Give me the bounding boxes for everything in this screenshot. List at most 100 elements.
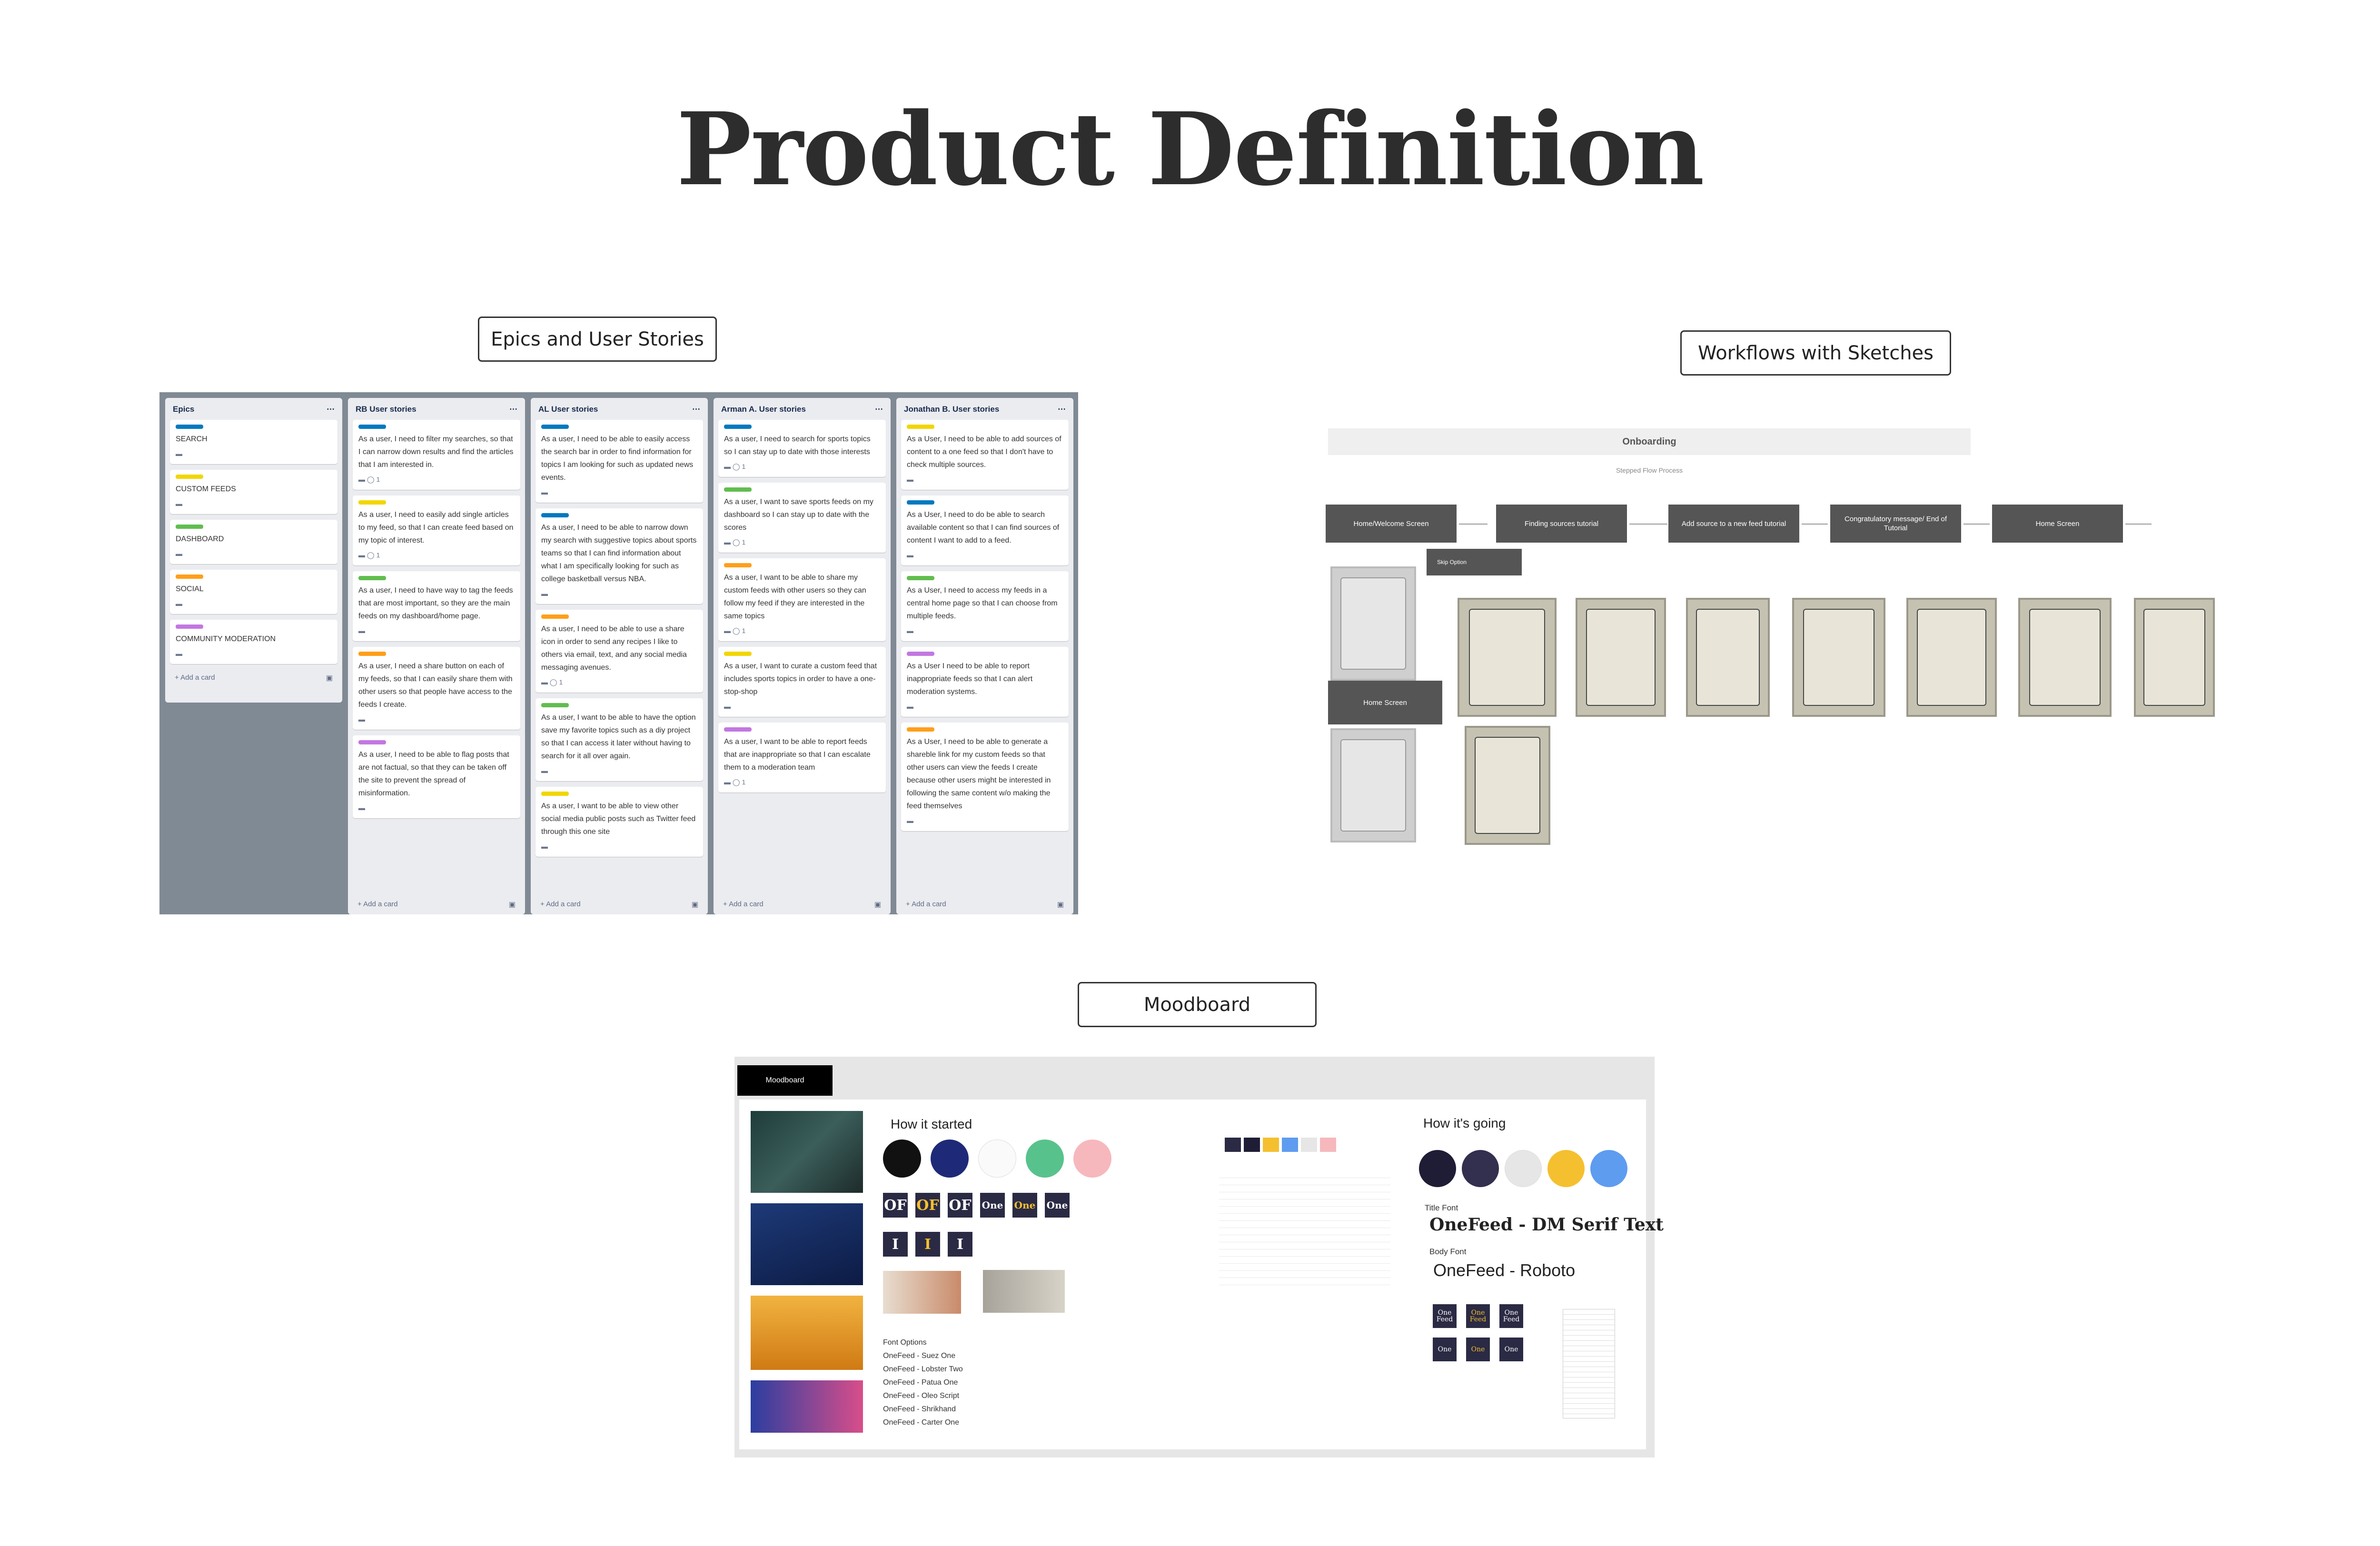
template-icon[interactable]: ▣: [508, 901, 516, 909]
comment-icon: ▬: [907, 476, 913, 483]
story-card[interactable]: As a user, I want to be able to have the…: [536, 698, 703, 781]
story-card[interactable]: As a user, I need to filter my searches,…: [353, 420, 520, 490]
story-card[interactable]: As a user, I need to have way to tag the…: [353, 571, 520, 641]
card-text: As a user, I need to be able to use a sh…: [541, 625, 687, 672]
story-card[interactable]: As a User, I need to do be able to searc…: [901, 496, 1069, 565]
board-column: Epics⋯SEARCH▬ CUSTOM FEEDS▬ DASHBOARD▬ S…: [165, 398, 342, 703]
sketch-4: [1792, 598, 1885, 717]
story-card[interactable]: As a user, I want to be able to view oth…: [536, 787, 703, 857]
card-label: [541, 792, 569, 796]
card-meta: ▬ ◯ 1: [541, 676, 697, 689]
add-card-label: + Add a card: [175, 674, 215, 682]
story-card[interactable]: As a user, I need to search for sports t…: [718, 420, 886, 477]
story-card[interactable]: As a user, I want to save sports feeds o…: [718, 483, 886, 553]
story-card[interactable]: As a user, I want to curate a custom fee…: [718, 647, 886, 717]
add-card-button[interactable]: + Add a card▣: [718, 896, 886, 912]
card-text: As a User I need to be able to report in…: [907, 662, 1033, 696]
ellipsis-icon[interactable]: ⋯: [327, 405, 335, 414]
card-label: [541, 703, 569, 707]
comment-icon: ▬: [907, 627, 913, 634]
story-card[interactable]: SEARCH▬: [170, 420, 337, 464]
card-meta: ▬: [176, 547, 332, 560]
add-card-button[interactable]: + Add a card▣: [536, 896, 703, 912]
template-icon[interactable]: ▣: [691, 901, 698, 909]
story-card[interactable]: As a user, I need a share button on each…: [353, 647, 520, 730]
card-text: As a user, I want to be able to have the…: [541, 714, 696, 760]
user-stories-board: Epics⋯SEARCH▬ CUSTOM FEEDS▬ DASHBOARD▬ S…: [159, 392, 1078, 914]
card-meta: ▬: [907, 624, 1063, 637]
comment-icon: ▬: [724, 778, 733, 786]
add-card-button[interactable]: + Add a card▣: [353, 896, 520, 912]
template-icon[interactable]: ▣: [1057, 901, 1064, 909]
card-meta: ▬ ◯ 1: [724, 776, 880, 789]
card-text: As a user, I want to curate a custom fee…: [724, 662, 877, 696]
card-meta: ▬: [907, 473, 1063, 486]
card-label: [176, 475, 203, 479]
card-text: DASHBOARD: [176, 535, 224, 543]
palette-swatch: [1301, 1138, 1317, 1152]
story-card[interactable]: As a User, I need to be able to generate…: [901, 723, 1069, 831]
sketch-6: [2018, 598, 2112, 717]
font-options-title: Font Options: [883, 1338, 927, 1347]
comment-icon: ▬: [358, 715, 365, 723]
card-meta: ▬ ◯ 1: [724, 460, 880, 473]
card-text: COMMUNITY MODERATION: [176, 635, 276, 643]
card-label: [541, 425, 569, 429]
card-label: [724, 425, 752, 429]
body-font-label: Body Font: [1429, 1247, 1467, 1256]
column-header: Jonathan B. User stories⋯: [901, 403, 1069, 420]
ellipsis-icon[interactable]: ⋯: [875, 405, 883, 414]
card-text: As a user, I need to be able to flag pos…: [358, 751, 509, 797]
color-swatch: [1590, 1150, 1627, 1187]
story-card[interactable]: As a user, I need to be able to easily a…: [536, 420, 703, 503]
story-card[interactable]: As a User I need to be able to report in…: [901, 647, 1069, 717]
sketch-8: [1465, 726, 1550, 845]
card-text: As a user, I need to easily add single a…: [358, 511, 514, 545]
story-card[interactable]: As a User, I need to be able to add sour…: [901, 420, 1069, 490]
story-card[interactable]: As a user, I need to be able to use a sh…: [536, 610, 703, 693]
card-meta: ▬: [907, 700, 1063, 713]
ellipsis-icon[interactable]: ⋯: [1058, 405, 1066, 414]
card-label: [724, 487, 752, 492]
color-swatch: [1419, 1150, 1456, 1187]
story-card[interactable]: As a user, I want to be able to report f…: [718, 723, 886, 793]
story-card[interactable]: As a User, I need to access my feeds in …: [901, 571, 1069, 641]
typography-sheet: [1219, 1171, 1390, 1290]
page-title: Product Definition: [676, 90, 1705, 208]
font-option: OneFeed - Patua One: [883, 1378, 958, 1387]
card-meta: ▬: [724, 700, 880, 713]
story-card[interactable]: DASHBOARD ▬: [170, 520, 337, 564]
add-card-button[interactable]: + Add a card ▣: [170, 670, 337, 686]
story-card[interactable]: SOCIAL▬: [170, 570, 337, 614]
column-header: Arman A. User stories⋯: [718, 403, 886, 420]
story-card[interactable]: As a user, I want to be able to share my…: [718, 558, 886, 641]
palette-swatch: [1225, 1138, 1241, 1152]
comment-icon: ▬: [541, 842, 548, 850]
step-finding-sources: Finding sources tutorial: [1496, 505, 1627, 543]
ellipsis-icon[interactable]: ⋯: [509, 405, 517, 414]
card-text: As a user, I need to have way to tag the…: [358, 586, 513, 620]
card-label: [724, 727, 752, 732]
column-header: AL User stories⋯: [536, 403, 703, 420]
story-card[interactable]: As a user, I need to be able to narrow d…: [536, 508, 703, 604]
sunset-photo: [751, 1296, 863, 1370]
story-card[interactable]: COMMUNITY MODERATION▬: [170, 620, 337, 664]
color-swatch: [883, 1140, 921, 1178]
comment-count: ◯ 1: [549, 678, 563, 686]
font-option: OneFeed - Suez One: [883, 1352, 956, 1360]
font-option: OneFeed - Carter One: [883, 1418, 960, 1427]
story-card[interactable]: As a user, I need to easily add single a…: [353, 496, 520, 565]
card-meta: ▬: [176, 447, 332, 460]
workflow-subheader: Stepped Flow Process: [1616, 466, 1683, 474]
template-icon[interactable]: ▣: [326, 674, 333, 682]
story-card[interactable]: CUSTOM FEEDS▬: [170, 470, 337, 514]
palette-swatch: [1244, 1138, 1260, 1152]
comment-count: ◯ 1: [732, 778, 746, 786]
card-label: [358, 500, 386, 505]
template-icon[interactable]: ▣: [874, 901, 881, 909]
body-font: OneFeed - Roboto: [1433, 1260, 1576, 1280]
story-card[interactable]: As a user, I need to be able to flag pos…: [353, 735, 520, 818]
add-card-button[interactable]: + Add a card▣: [901, 896, 1069, 912]
ellipsis-icon[interactable]: ⋯: [692, 405, 700, 414]
